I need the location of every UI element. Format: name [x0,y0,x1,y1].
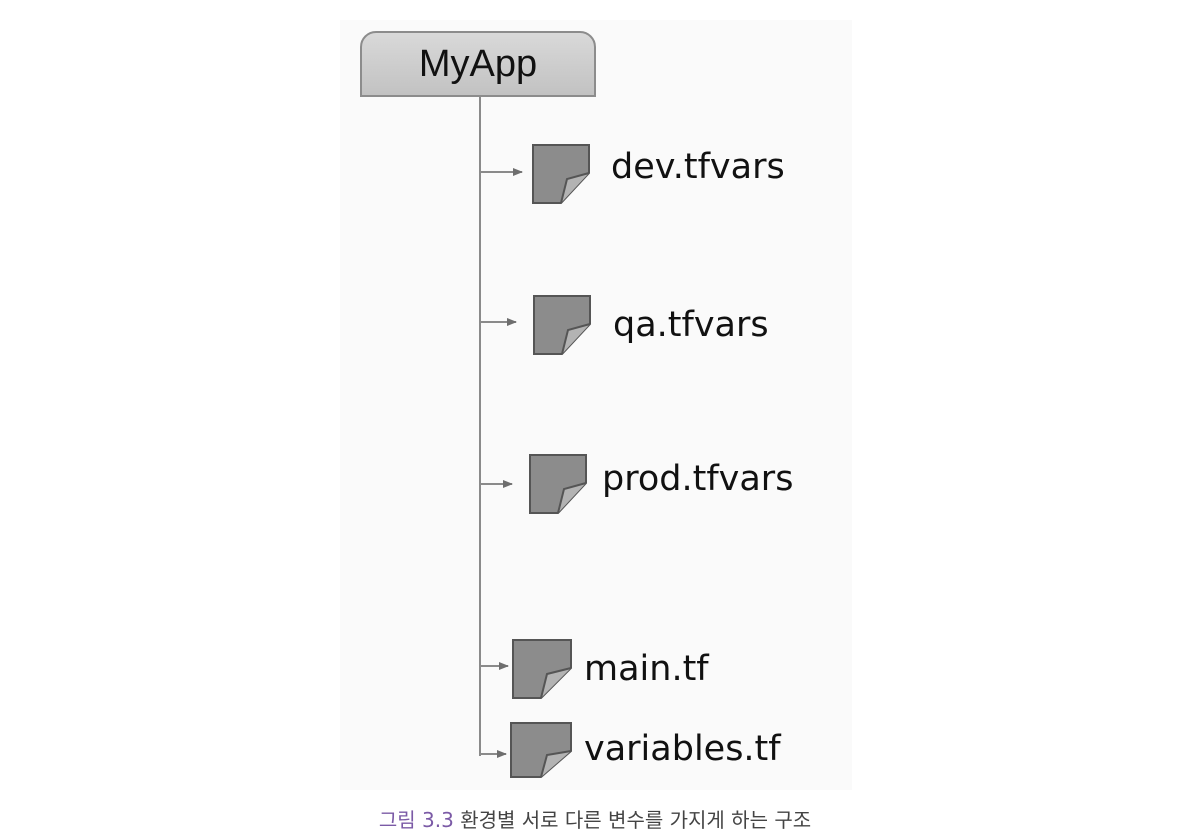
branch-arrow-icon [479,740,507,758]
figure-caption: 그림 3.3 환경별 서로 다른 변수를 가지게 하는 구조 [0,808,1190,832]
file-icon [529,454,587,514]
file-label-prod: prod.tfvars [602,459,794,499]
file-label-dev: dev.tfvars [611,147,785,187]
file-icon [512,639,572,699]
file-icon [533,295,591,355]
diagram-panel [340,20,852,790]
root-folder-label: MyApp [418,42,538,85]
figure-number: 그림 3.3 [378,808,454,832]
file-label-main: main.tf [584,649,709,689]
file-label-variables: variables.tf [584,729,781,769]
figure-caption-text: 환경별 서로 다른 변수를 가지게 하는 구조 [460,808,812,832]
file-label-qa: qa.tfvars [613,305,769,345]
file-icon [532,144,590,204]
file-icon [510,722,572,778]
root-folder: MyApp [360,31,596,97]
